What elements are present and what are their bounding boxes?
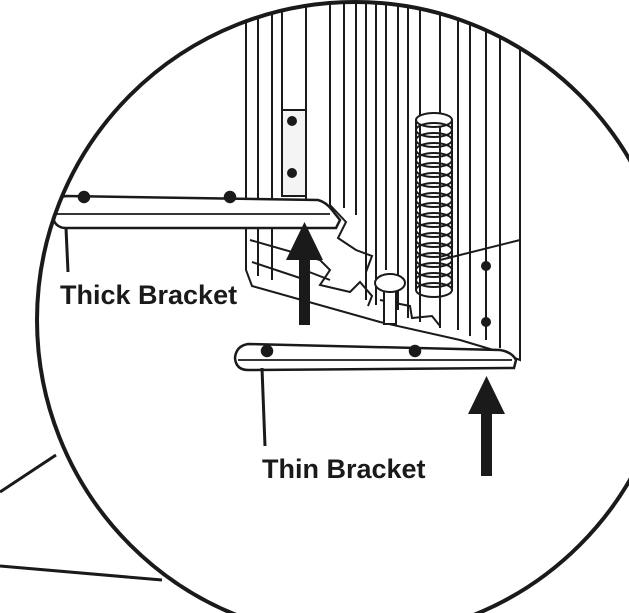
thin-bracket-label: Thin Bracket [262,454,426,484]
arrow-up-icon [468,376,505,476]
magnified-detail [50,2,521,476]
profile-screws [287,116,491,327]
pin [374,273,406,325]
thick-bracket-callout-line [64,227,70,273]
magnifier-leader-line-lower [0,564,163,582]
arrow-up-icon [286,222,323,325]
thin-bracket-callout-line [260,367,267,447]
thick-bracket-label: Thick Bracket [60,280,238,310]
detail-circle-outline [35,0,629,613]
spring [415,112,453,298]
magnifier-leader-line-upper [0,453,57,494]
thin-bracket [233,342,518,372]
